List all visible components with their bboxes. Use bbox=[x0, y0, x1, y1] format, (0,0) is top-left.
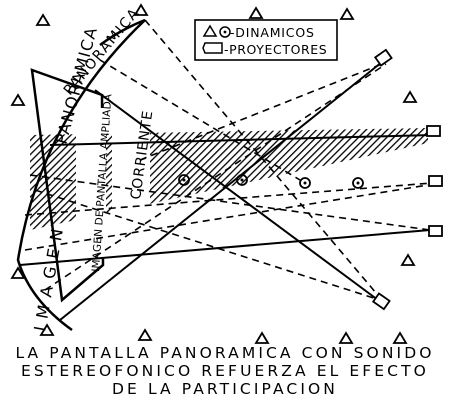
caption-line-3: DE LA PARTICIPACION bbox=[112, 380, 338, 398]
triangle-speaker-icon bbox=[338, 331, 354, 344]
dinamicos-triangle-icon bbox=[202, 24, 218, 37]
triangle-speaker-icon bbox=[39, 323, 55, 336]
proyectores-icon bbox=[202, 42, 223, 54]
triangle-speaker-icon bbox=[35, 13, 51, 26]
caption-line-1: LA PANTALLA PANORAMICA CON SONIDO bbox=[15, 344, 435, 362]
projection-lines bbox=[19, 19, 433, 321]
triangle-speaker-icon bbox=[400, 253, 416, 266]
triangle-speaker-icon bbox=[392, 331, 408, 344]
triangle-speaker-icon bbox=[254, 331, 270, 344]
imagen-vertical-label: IMAGEN bbox=[30, 219, 68, 332]
projector-icon bbox=[373, 48, 393, 67]
dinamicos-circle-icon bbox=[219, 26, 231, 38]
projector-icon bbox=[426, 125, 441, 137]
triangle-speaker-icon bbox=[10, 93, 26, 106]
projectors bbox=[371, 48, 443, 311]
projector-icon bbox=[428, 225, 443, 237]
triangle-speaker-icon bbox=[402, 90, 418, 103]
triangle-speaker-icon bbox=[137, 328, 153, 341]
circle-speaker-icon bbox=[299, 177, 311, 189]
panoramic-screen-arc bbox=[16, 19, 146, 332]
circle-speakers bbox=[178, 174, 364, 189]
triangle-speaker-icon bbox=[133, 3, 149, 16]
circle-speaker-icon bbox=[236, 174, 248, 186]
circle-speaker-icon bbox=[178, 174, 190, 186]
legend-dinamicos-label: -DINAMICOS bbox=[230, 25, 315, 40]
circle-speaker-icon bbox=[352, 177, 364, 189]
projector-icon bbox=[371, 292, 391, 311]
panoramic-screen-arc-top bbox=[99, 18, 146, 47]
legend-proyectores-label: -PROYECTORES bbox=[224, 42, 327, 57]
projector-icon bbox=[428, 175, 443, 187]
corriente-label-box bbox=[112, 120, 150, 220]
triangle-speaker-icon bbox=[10, 266, 26, 279]
triangle-speaker-icon bbox=[339, 7, 355, 20]
triangle-speakers bbox=[10, 3, 418, 344]
triangle-speaker-icon bbox=[248, 6, 264, 19]
caption-line-2: ESTEREOFONICO REFUERZA EL EFECTO bbox=[21, 362, 429, 380]
